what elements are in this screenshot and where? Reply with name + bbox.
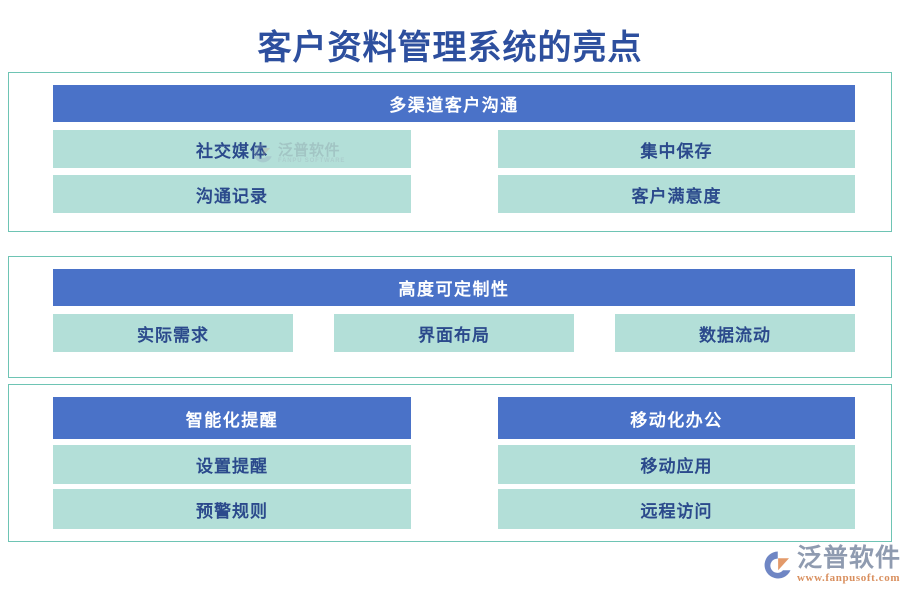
feature-item[interactable]: 社交媒体 [53, 130, 411, 168]
fanpu-swoosh-icon [764, 551, 791, 579]
brand-url: www.fanpusoft.com [797, 572, 900, 584]
feature-item[interactable]: 数据流动 [615, 314, 855, 352]
highlight-card-customizable: 高度可定制性 实际需求 界面布局 数据流动 [8, 256, 892, 378]
feature-item[interactable]: 集中保存 [498, 130, 855, 168]
feature-item[interactable]: 沟通记录 [53, 175, 411, 213]
brand-logo: 泛普软件 www.fanpusoft.com [762, 546, 900, 584]
card-header-smart-reminder: 智能化提醒 [53, 397, 411, 439]
highlight-card-smart-mobile: 智能化提醒 移动化办公 设置提醒 预警规则 移动应用 远程访问 [8, 384, 892, 542]
feature-item[interactable]: 客户满意度 [498, 175, 855, 213]
page-title: 客户资料管理系统的亮点 [257, 30, 643, 67]
highlight-card-multichannel: 多渠道客户沟通 社交媒体 集中保存 沟通记录 客户满意度 [8, 72, 892, 232]
feature-item[interactable]: 预警规则 [53, 489, 411, 529]
feature-item[interactable]: 设置提醒 [53, 445, 411, 484]
feature-item[interactable]: 界面布局 [334, 314, 574, 352]
card-header-multichannel: 多渠道客户沟通 [53, 85, 855, 122]
card-header-mobile-office: 移动化办公 [498, 397, 855, 439]
card-header-customizable: 高度可定制性 [53, 269, 855, 306]
brand-name: 泛普软件 [797, 544, 900, 572]
feature-item[interactable]: 实际需求 [53, 314, 293, 352]
feature-item[interactable]: 远程访问 [498, 489, 855, 529]
feature-item[interactable]: 移动应用 [498, 445, 855, 484]
